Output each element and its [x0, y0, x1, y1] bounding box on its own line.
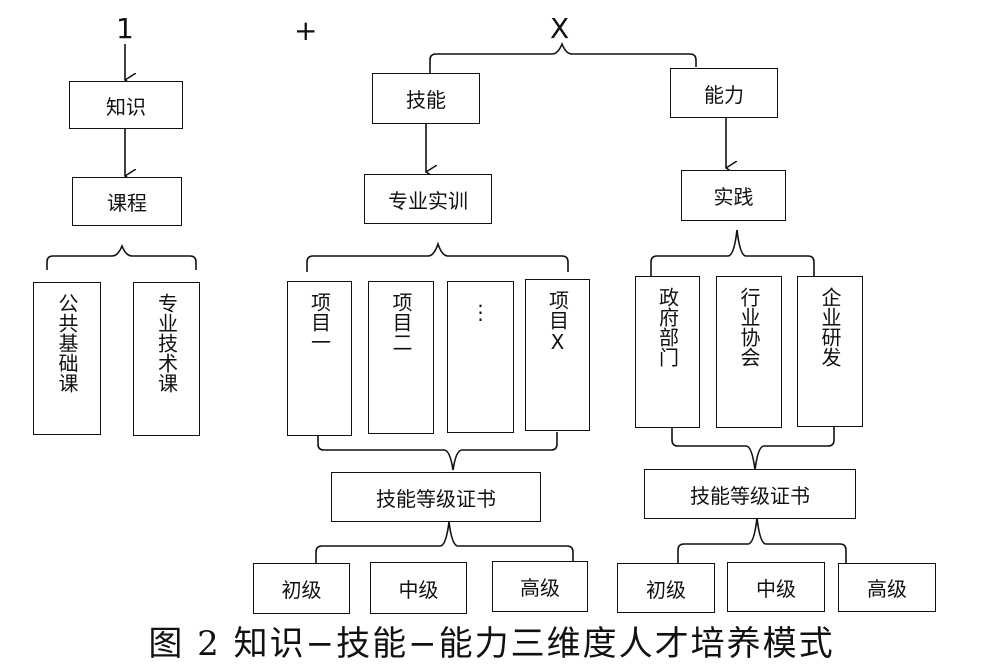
certificate-label: 技能等级证书	[376, 486, 496, 511]
project-box-2: 项目二	[368, 281, 434, 434]
level-label: 中级	[398, 577, 439, 602]
symbol-x: X	[550, 12, 570, 45]
ability-level-intermediate: 中级	[727, 562, 825, 612]
project-label: 项目二	[389, 292, 413, 352]
ability-item-government: 政府部门	[635, 276, 700, 428]
ability-item-industry: 行业协会	[716, 276, 782, 428]
ability-item-label: 政府部门	[655, 287, 680, 367]
level-label: 高级	[867, 577, 907, 601]
course-label: 课程	[107, 191, 147, 215]
bracket-practice	[650, 229, 815, 280]
course-box: 课程	[72, 177, 182, 226]
skill-level-advanced: 高级	[492, 561, 588, 612]
figure-caption: 图 2 知识−技能−能力三维度人才培养模式	[148, 624, 835, 664]
project-box-ellipsis: ⋮	[447, 281, 514, 433]
level-label: 高级	[520, 576, 560, 600]
project-label: ⋮	[468, 300, 493, 324]
symbol-one: 1	[116, 12, 134, 45]
bracket-skill-levels	[315, 521, 574, 563]
project-box-1: 项目一	[287, 281, 352, 436]
skill-box: 技能	[372, 73, 480, 124]
level-label: 中级	[756, 576, 796, 601]
project-label: 项目一	[307, 292, 332, 352]
skill-certificate-box: 技能等级证书	[331, 472, 541, 522]
skill-level-primary: 初级	[253, 563, 350, 614]
project-box-x: 项目X	[525, 279, 590, 431]
course-item-public-basic: 公共基础课	[33, 282, 101, 435]
training-box: 专业实训	[364, 174, 492, 224]
ability-certificate-box: 技能等级证书	[644, 469, 856, 519]
symbol-plus: +	[294, 14, 318, 47]
ability-item-label: 行业协会	[737, 287, 761, 367]
bracket-training	[306, 241, 569, 272]
bracket-course	[46, 243, 197, 270]
ability-item-enterprise: 企业研发	[797, 276, 863, 427]
ability-box: 能力	[670, 68, 778, 118]
skill-label: 技能	[406, 88, 446, 112]
ability-label: 能力	[704, 82, 744, 107]
ability-item-label: 企业研发	[818, 287, 842, 367]
bracket-ability-levels	[677, 517, 847, 563]
course-item-label: 公共基础课	[55, 293, 79, 393]
training-label: 专业实训	[388, 188, 468, 213]
course-item-label: 专业技术课	[154, 293, 179, 393]
course-item-professional: 专业技术课	[133, 282, 200, 436]
certificate-label: 技能等级证书	[690, 483, 810, 508]
ability-level-primary: 初级	[617, 563, 715, 613]
bracket-projects	[317, 432, 558, 471]
bracket-x	[429, 41, 697, 73]
ability-level-advanced: 高级	[838, 563, 936, 612]
knowledge-box: 知识	[69, 81, 183, 129]
knowledge-label: 知识	[106, 94, 146, 119]
level-label: 初级	[646, 577, 686, 602]
project-label: 项目X	[545, 290, 570, 354]
bracket-ability-items	[671, 426, 835, 471]
skill-level-intermediate: 中级	[370, 562, 467, 614]
practice-label: 实践	[713, 185, 754, 209]
level-label: 初级	[281, 578, 322, 602]
practice-box: 实践	[681, 170, 786, 221]
